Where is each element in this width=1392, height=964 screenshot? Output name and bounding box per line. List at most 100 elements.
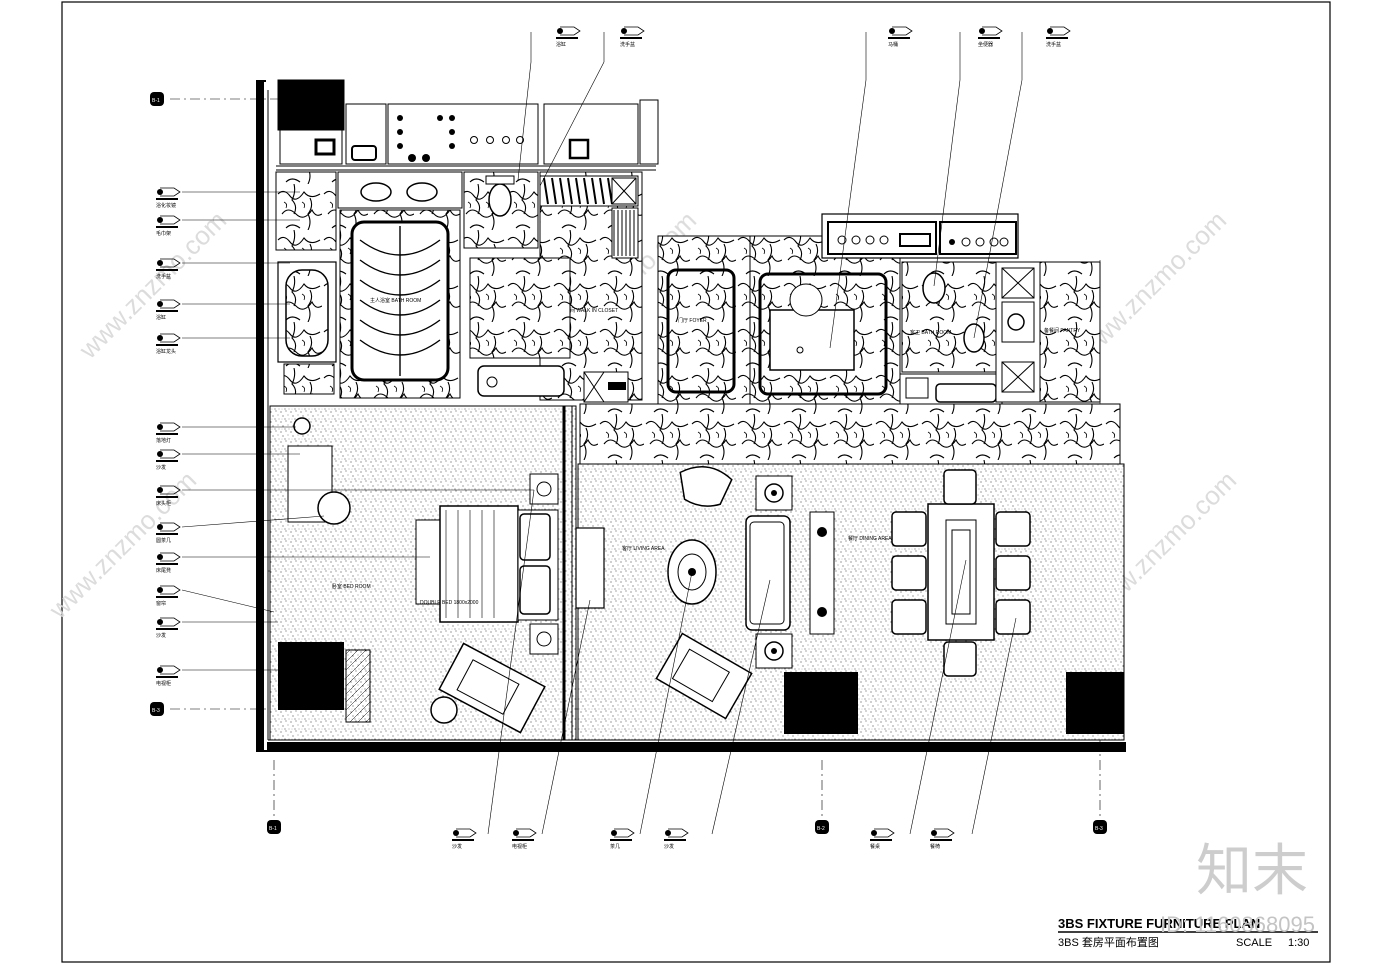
svg-text:客厅 LIVING AREA: 客厅 LIVING AREA — [622, 545, 665, 552]
top-tag-shape — [982, 26, 1003, 36]
top-tag-dot — [979, 28, 985, 34]
left-tag: 圆茶几 — [156, 522, 181, 544]
left-tag: 窗帘 — [156, 585, 181, 607]
top-tag-bar — [888, 37, 910, 39]
bottom-tag: 餐桌 — [870, 828, 895, 850]
svg-text:3BS FIXTURE FURNITURE PLAN: 3BS FIXTURE FURNITURE PLAN — [1058, 916, 1260, 931]
left-tag-shape — [160, 485, 181, 495]
bottom-tag-bar — [664, 839, 686, 841]
top-tag: 马桶 — [888, 26, 913, 48]
grid-marker-bottom: B-3 — [150, 702, 164, 716]
top-tag-bar — [620, 37, 642, 39]
top-tag-dot — [1047, 28, 1053, 34]
bottom-leaders — [487, 489, 1017, 835]
left-tag: 床尾凳 — [156, 552, 181, 574]
left-tag-label: 沙发 — [156, 632, 166, 639]
svg-text:SCALE: SCALE — [1236, 937, 1272, 949]
top-tag-labels: 浴缸 洗手盆 马桶坐便器 洗手盆 — [556, 26, 1071, 48]
top-tag: 坐便器 — [978, 26, 1003, 48]
left-tag: 沙发 — [156, 617, 181, 639]
top-leaders — [517, 32, 1023, 349]
left-tag-bar — [156, 533, 178, 535]
foyer: 门厅 FOYER — [579, 235, 1121, 465]
grid-marker-col2: B-2 — [815, 820, 829, 834]
top-tag-shape — [1050, 26, 1071, 36]
left-tag-label: 电视柜 — [156, 680, 171, 687]
bottom-tag-shape — [456, 828, 477, 838]
svg-text:B-2: B-2 — [817, 826, 825, 832]
bottom-tag: 沙发 — [452, 828, 477, 850]
bottom-tag-label: 沙发 — [452, 843, 462, 850]
left-tag: 沙发 — [156, 449, 181, 471]
left-tag-dot — [157, 524, 163, 530]
left-tag-bar — [156, 460, 178, 462]
left-tag-shape — [160, 617, 181, 627]
left-tag-shape — [160, 215, 181, 225]
top-tag-label: 坐便器 — [978, 41, 993, 48]
left-tag-dot — [157, 189, 163, 195]
bottom-tag-bar — [452, 839, 474, 841]
left-tag-bar — [156, 310, 178, 312]
left-tag-bar — [156, 198, 178, 200]
bottom-tag-label: 电视柜 — [512, 843, 527, 850]
bottom-tag-bar — [870, 839, 892, 841]
dining-area: 餐厅 DINING AREA — [848, 469, 1124, 734]
left-tag-shape — [160, 258, 181, 268]
left-tag-shape — [160, 552, 181, 562]
bottom-tag-shape — [668, 828, 689, 838]
bottom-tag-bar — [512, 839, 534, 841]
bottom-tag-bar — [610, 839, 632, 841]
svg-text:www.znzmo.com: www.znzmo.com — [72, 205, 232, 365]
top-tag-bar — [978, 37, 1000, 39]
left-tag-bar — [156, 344, 178, 346]
top-tag: 洗手盆 — [1046, 26, 1071, 48]
left-tag-label: 浴缸 — [156, 314, 166, 321]
grid-marker-col1: B-1 — [267, 820, 281, 834]
left-tag-shape — [160, 522, 181, 532]
left-tag-label: 窗帘 — [156, 600, 166, 607]
left-tag-label: 毛巾架 — [156, 230, 171, 237]
left-tag-shape — [160, 299, 181, 309]
left-tag-bar — [156, 563, 178, 565]
bottom-tag: 沙发 — [664, 828, 689, 850]
bottom-tag-dot — [453, 830, 459, 836]
left-tag: 浴缸 — [156, 299, 181, 321]
top-tag-label: 浴缸 — [556, 41, 566, 48]
living-area: 客厅 LIVING AREA — [575, 465, 858, 734]
svg-text:备餐间 PANTRY: 备餐间 PANTRY — [1044, 327, 1081, 334]
svg-text:ID: 1160868095: ID: 1160868095 — [1160, 912, 1315, 937]
top-service-strip — [276, 79, 659, 171]
svg-text:B-3: B-3 — [152, 708, 160, 714]
svg-text:DOUBLE BED 1800x2000: DOUBLE BED 1800x2000 — [420, 600, 479, 606]
left-tag: 毛巾架 — [156, 215, 181, 237]
dining-marble-zone — [749, 213, 1019, 405]
bottom-tag: 电视柜 — [512, 828, 537, 850]
left-tag-dot — [157, 260, 163, 266]
left-tag-bar — [156, 269, 178, 271]
left-tag-label: 沙发 — [156, 464, 166, 471]
bottom-tag-dot — [931, 830, 937, 836]
walkin-closet: 衣帽间 WALK IN CLOSET — [469, 171, 643, 403]
svg-text:衣帽间 WALK IN CLOSET: 衣帽间 WALK IN CLOSET — [560, 307, 618, 314]
left-tag: 浴缸龙头 — [156, 333, 181, 355]
bottom-tag-dot — [871, 830, 877, 836]
guest-bath: 客卫 BATH ROOM — [899, 261, 1003, 405]
left-tag-dot — [157, 217, 163, 223]
top-tag-shape — [892, 26, 913, 36]
top-tag-dot — [557, 28, 563, 34]
left-tag-label: 圆茶几 — [156, 537, 171, 544]
left-tag-label: 浴缸龙头 — [156, 348, 176, 355]
bottom-tag-label: 茶几 — [610, 843, 620, 850]
svg-text:B-1: B-1 — [152, 98, 160, 104]
top-tag-shape — [624, 26, 645, 36]
bottom-tag-dot — [611, 830, 617, 836]
top-tag: 洗手盆 — [620, 26, 645, 48]
left-tag-shape — [160, 333, 181, 343]
left-tag: 床头柜 — [156, 485, 181, 507]
left-tag-shape — [160, 449, 181, 459]
left-tag: 浴化妆镜 — [156, 187, 181, 209]
left-tag-label: 床头柜 — [156, 500, 171, 507]
left-tag-dot — [157, 424, 163, 430]
